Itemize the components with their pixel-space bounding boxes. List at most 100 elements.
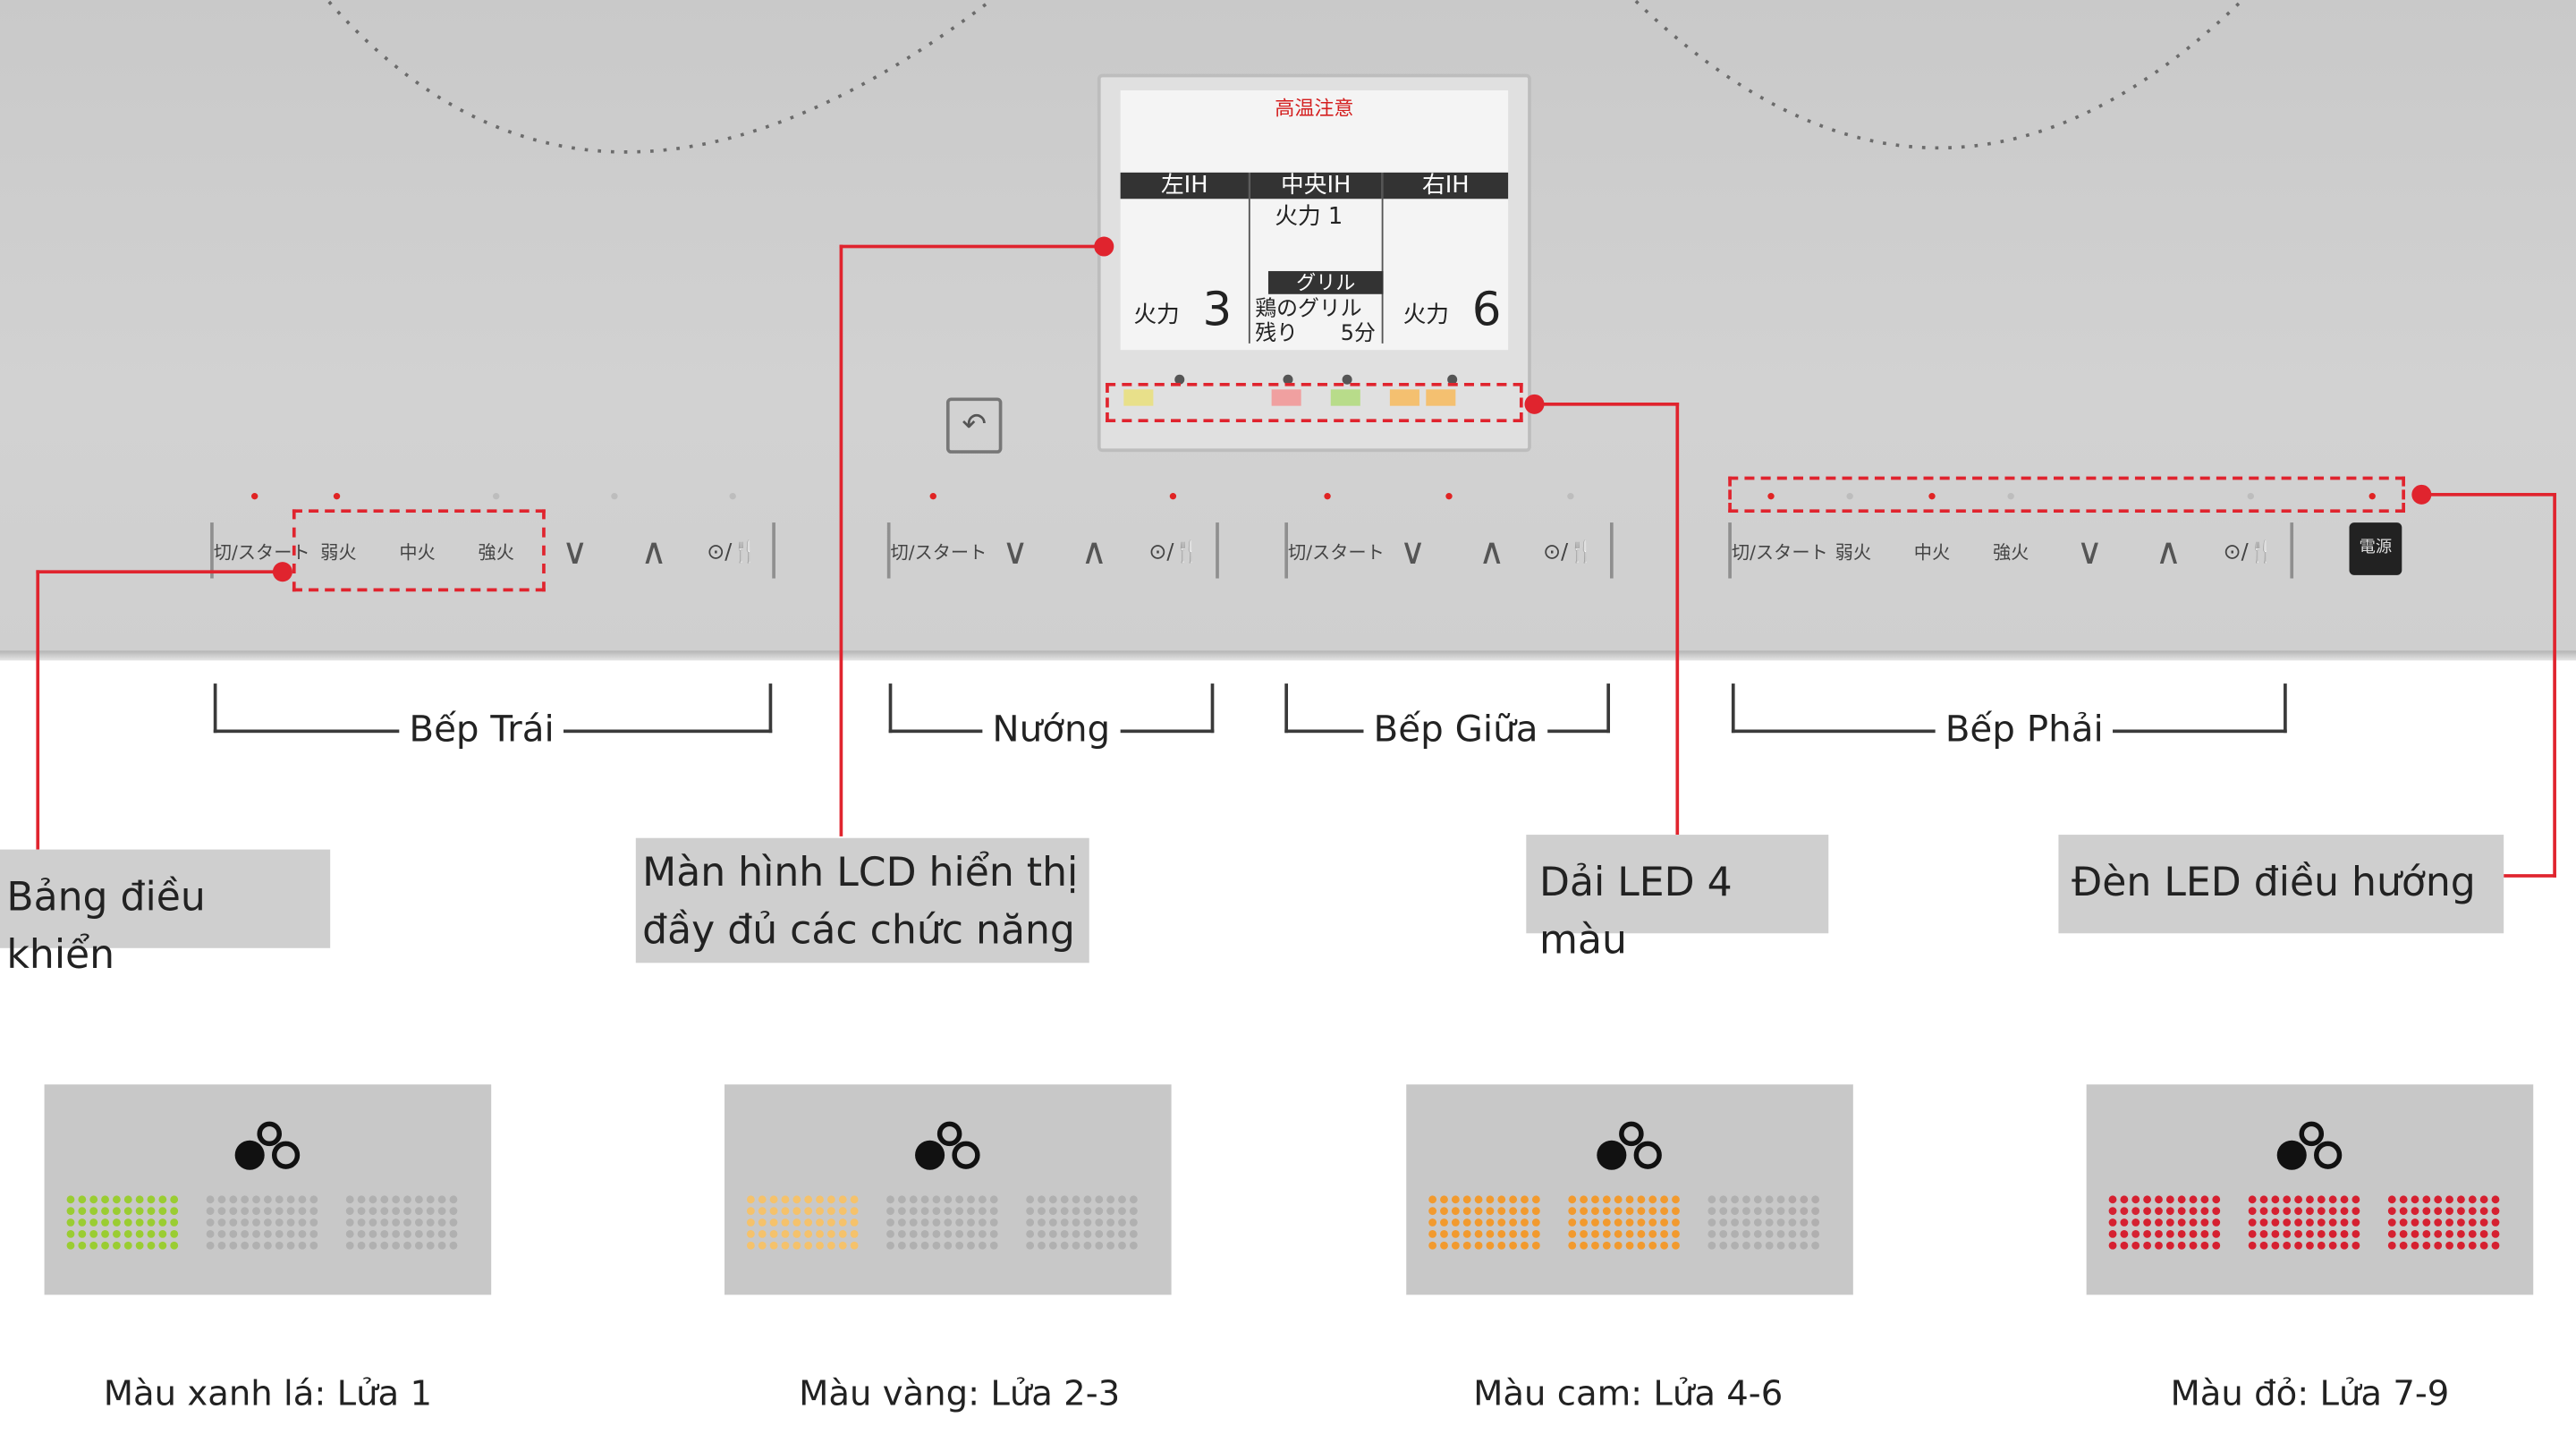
legend-card [2086,1084,2534,1295]
burner-icon [915,1121,980,1170]
leader-knob-nav [2411,484,2432,505]
right-high-button[interactable]: 強火 [1992,542,2029,564]
legend-label-orange: Màu cam: Lửa 4-6 [1473,1373,1784,1413]
indicator-dot [2247,493,2254,500]
indicator-dot [1324,493,1331,500]
led-dot-grid [2248,1195,2360,1250]
indicator-dot [1767,493,1775,500]
label-middle-burner: Bếp Giữa [1363,709,1548,753]
leader-line-nav [2421,493,2556,497]
leader-line-nav [2553,493,2556,878]
leader-knob-led [1524,394,1545,414]
led-dot-grid [1428,1195,1540,1250]
indicator-dot [1169,493,1177,500]
indicator-dot [729,493,736,500]
lcd-grill-menu: 鶏のグリル [1255,297,1362,322]
control-separator [1609,522,1613,579]
legend-card [724,1084,1172,1295]
left-mid-button[interactable]: 中火 [399,542,436,564]
led-dot-grid [66,1195,179,1250]
callout-led-strip: Dải LED 4 màu [1526,835,1829,963]
indicator-dot [1567,493,1574,500]
control-separator [1284,522,1288,579]
right-mid-button[interactable]: 中火 [1913,542,1951,564]
led-dot-grid [746,1195,859,1250]
led-dot-grid [206,1195,318,1250]
middle-down-button[interactable]: ∨ [1399,532,1427,574]
left-up-button[interactable]: ∧ [640,532,667,574]
leader-knob-control [272,562,292,582]
middle-timer-button[interactable]: ⊙/🍴 [1543,540,1595,565]
lcd-left-power-label: 火力 [1133,301,1180,329]
legend-card-graphic [2108,1121,2500,1250]
lcd-center-power: 火力 1 [1275,203,1343,231]
led-dot-grid [1707,1195,1819,1250]
control-separator [210,522,213,579]
callout-lcd: Màn hình LCD hiển thị đầy đủ các chức nă… [635,837,1089,963]
led-dot-grid [2387,1195,2500,1250]
control-separator [886,522,890,579]
lcd-screen: 高温注意 左IH 中央IH 右IH 火力 1 グリル 鶏のグリル 残り 5分 火… [1120,90,1509,351]
legend-card-graphic [66,1121,458,1250]
lcd-col-center: 中央IH [1250,172,1382,199]
indicator-dot [929,493,936,500]
indicator-dot [2368,493,2376,500]
burner-icon [2276,1121,2343,1170]
burner-icon [1597,1121,1662,1170]
power-button[interactable]: 電源 [2349,522,2402,575]
leader-line-lcd [839,244,1105,249]
leader-line-lcd [839,244,843,836]
leader-line-led [1534,402,1680,406]
lcd-col-right: 右IH [1383,172,1509,199]
right-timer-button[interactable]: ⊙/🍴 [2223,540,2275,565]
left-low-button[interactable]: 弱火 [320,542,357,564]
legend-label-green: Màu xanh lá: Lửa 1 [103,1373,433,1413]
callout-lcd-line1: Màn hình LCD hiển thị [642,849,1079,896]
middle-up-button[interactable]: ∧ [1478,532,1505,574]
control-separator [772,522,775,579]
legend-card [1406,1084,1853,1295]
right-start-button[interactable]: 切/スタート [1731,542,1828,564]
lcd-left-power-value: 3 [1202,282,1233,337]
indicator-dot [493,493,500,500]
led-dot-grid [345,1195,458,1250]
grill-down-button[interactable]: ∨ [1002,532,1029,574]
left-burner-ring [325,0,995,154]
indicator-dot [1445,493,1453,500]
control-panel-highlight [292,509,546,592]
indicator-dot [1928,493,1936,500]
callout-nav-led-text: Đèn LED điều hướng [2072,859,2476,906]
back-button[interactable]: ↶ [945,397,1003,454]
lcd-grill-time: 5分 [1340,321,1376,347]
right-burner-ring [1632,0,2245,150]
left-start-button[interactable]: 切/スタート [213,542,310,564]
left-high-button[interactable]: 強火 [478,542,514,564]
grill-timer-button[interactable]: ⊙/🍴 [1148,540,1201,565]
back-arrow-icon: ↶ [962,407,987,443]
led-dot-grid [1568,1195,1680,1250]
label-left-burner: Bếp Trái [399,709,564,753]
label-grill: Nướng [982,709,1121,753]
right-down-button[interactable]: ∨ [2076,532,2104,574]
middle-start-button[interactable]: 切/スタート [1287,542,1385,564]
indicator-dot [1846,493,1853,500]
left-down-button[interactable]: ∨ [562,532,589,574]
control-separator [1216,522,1218,579]
grill-up-button[interactable]: ∧ [1080,532,1108,574]
control-separator [1728,522,1731,579]
legend-card-graphic [746,1121,1138,1250]
callout-nav-led: Đèn LED điều hướng [2058,835,2504,934]
callout-lcd-line2: đầy đủ các chức năng [642,906,1075,954]
legend-label-yellow: Màu vàng: Lửa 2-3 [799,1373,1121,1413]
led-dot-grid [886,1195,998,1250]
right-up-button[interactable]: ∧ [2155,532,2182,574]
lcd-right-power-value: 6 [1471,282,1502,337]
left-timer-button[interactable]: ⊙/🍴 [707,540,759,565]
led-strip-highlight [1106,382,1523,423]
leader-line-control [36,570,40,850]
leader-line-led [1675,402,1680,836]
right-low-button[interactable]: 弱火 [1835,542,1872,564]
legend-card [44,1084,492,1295]
grill-start-button[interactable]: 切/スタート [890,542,987,564]
